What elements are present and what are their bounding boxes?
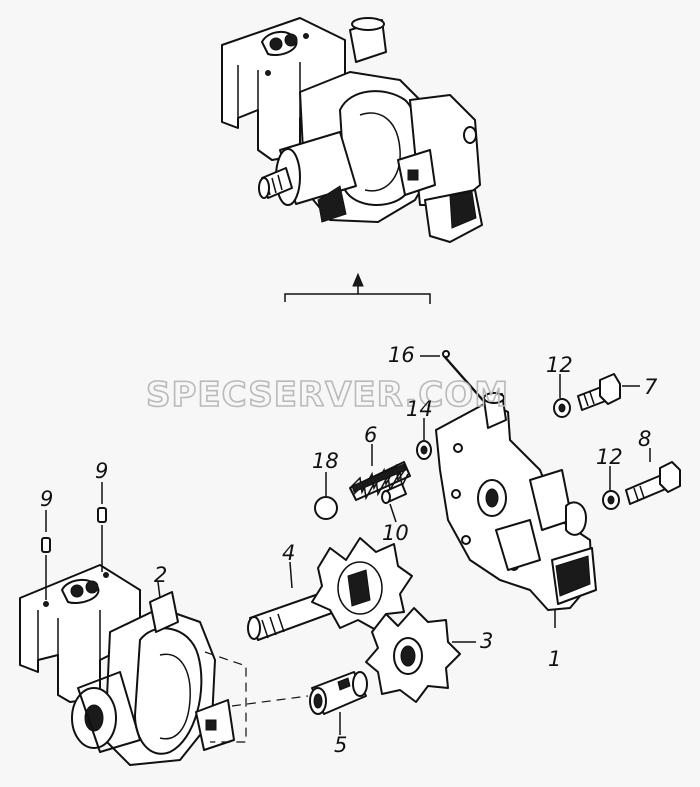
ball-part-18 — [314, 496, 338, 520]
callout-12-lower: 12 — [596, 445, 623, 469]
watermark-text: SPECSERVER.COM — [146, 375, 509, 415]
bolt-part-8 — [625, 448, 681, 505]
assembly-arrow — [284, 272, 431, 304]
dowel-pin-part-9 — [41, 507, 107, 600]
callout-14: 14 — [406, 397, 433, 421]
leader-lines — [45, 374, 611, 735]
drive-gear-shaft-part-4 — [247, 537, 413, 641]
callout-9-left: 9 — [40, 487, 53, 511]
shaft-part-5 — [309, 671, 368, 715]
washer-part-12-lower — [602, 490, 620, 510]
driven-gear-part-3 — [365, 607, 461, 703]
callout-4: 4 — [282, 541, 295, 565]
callout-12-upper: 12 — [546, 353, 573, 377]
washer-part-12-upper — [553, 398, 571, 418]
callout-5: 5 — [334, 733, 347, 757]
callout-3: 3 — [480, 629, 493, 653]
callout-10: 10 — [382, 521, 409, 545]
callout-9-right: 9 — [95, 459, 108, 483]
spring-part-6 — [349, 461, 411, 501]
callout-2: 2 — [154, 563, 167, 587]
pump-cover-part-1 — [435, 392, 597, 628]
callout-8: 8 — [638, 427, 651, 451]
assembled-oil-pump — [221, 17, 483, 243]
callout-6: 6 — [364, 423, 377, 447]
bolt-part-7 — [577, 373, 640, 411]
pump-body-part-2 — [19, 564, 235, 766]
callout-7: 7 — [644, 375, 658, 399]
pin-part-16 — [420, 350, 489, 407]
callout-labels: 1 2 3 4 5 6 7 8 9 9 10 12 12 14 16 18 — [40, 343, 658, 757]
callout-1: 1 — [548, 647, 561, 671]
callout-18: 18 — [312, 449, 339, 473]
plunger-part-10 — [381, 483, 407, 504]
callout-16: 16 — [388, 343, 415, 367]
washer-part-14 — [416, 440, 432, 460]
assembly-lines — [204, 651, 309, 743]
